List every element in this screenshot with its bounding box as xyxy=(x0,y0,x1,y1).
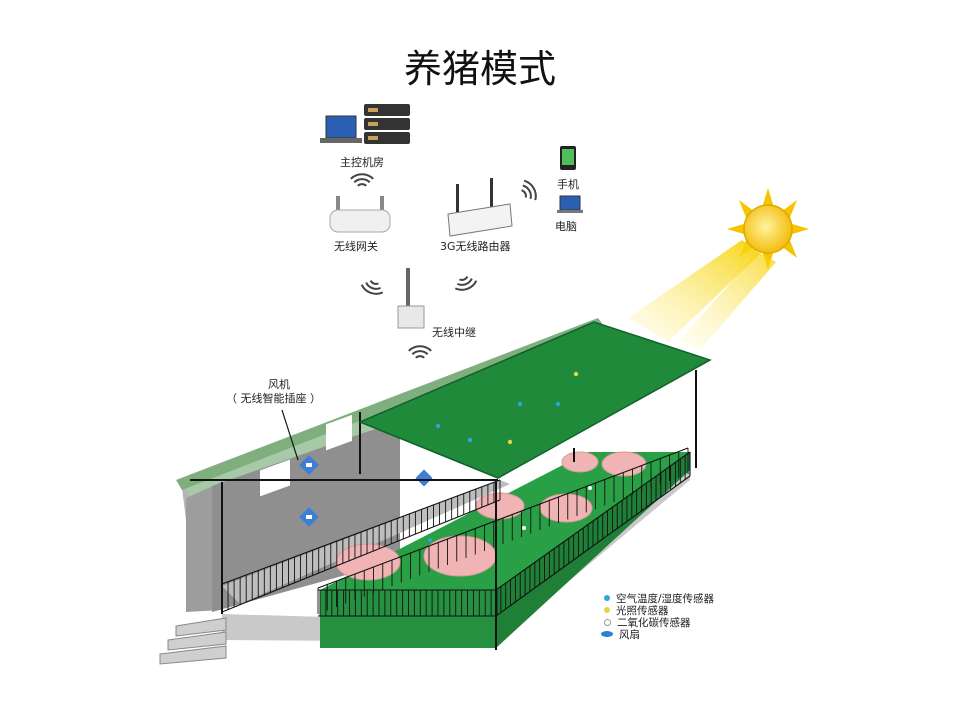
fan-icon xyxy=(601,631,613,637)
legend-label: 空气温度/湿度传感器 xyxy=(616,592,715,605)
sun-icon xyxy=(727,188,809,270)
router-3g-icon xyxy=(447,178,513,237)
co2-sensor-icon xyxy=(604,618,611,626)
legend-item: 光照传感器 xyxy=(604,604,714,617)
legend-item: 空气温度/湿度传感器 xyxy=(604,592,715,605)
wifi-signal-icon xyxy=(350,173,537,359)
computer-icon xyxy=(320,115,362,143)
sunbeam xyxy=(680,252,776,350)
legend-item: 二氧化碳传感器 xyxy=(604,616,714,629)
legend-label: 光照传感器 xyxy=(616,604,669,617)
wireless-gateway-icon xyxy=(329,196,391,233)
wireless-relay-icon xyxy=(397,268,425,329)
light-sensor-icon xyxy=(604,607,610,613)
wireless-relay-label: 无线中继 xyxy=(432,326,476,339)
control-room-label: 主控机房 xyxy=(340,156,384,169)
legend: 空气温度/湿度传感器 光照传感器 二氧化碳传感器 风扇 xyxy=(601,592,715,641)
fan-pointer-line xyxy=(281,409,299,461)
phone-label: 手机 xyxy=(557,178,579,191)
mobile-phone-icon xyxy=(560,146,576,170)
fan-label: 风机 xyxy=(268,378,290,391)
fan-sublabel: （ 无线智能插座 ） xyxy=(226,392,321,405)
computer-label: 电脑 xyxy=(555,220,577,233)
legend-label: 二氧化碳传感器 xyxy=(617,616,691,629)
temp-humidity-sensor-icon xyxy=(604,595,610,601)
page-title: 养猪模式 xyxy=(403,47,556,91)
wireless-gateway-label: 无线网关 xyxy=(334,240,378,253)
legend-label: 风扇 xyxy=(619,628,640,641)
laptop-icon xyxy=(557,195,583,213)
sunbeam xyxy=(628,240,760,342)
legend-item: 风扇 xyxy=(601,628,714,641)
router-3g-label: 3G无线路由器 xyxy=(440,240,511,253)
server-rack-icon xyxy=(364,104,410,144)
pig-house xyxy=(159,318,712,665)
